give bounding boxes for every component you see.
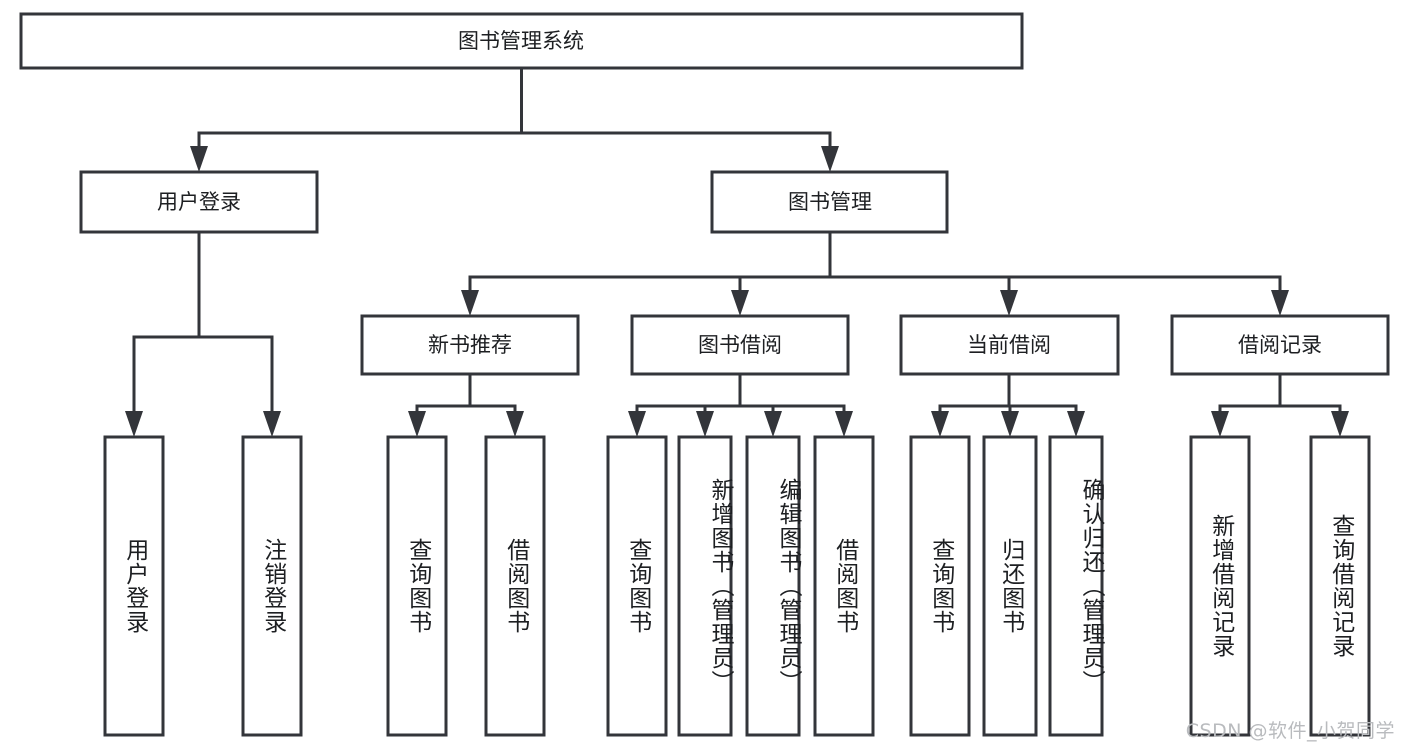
node-rect-book-manage[interactable] bbox=[710, 170, 949, 234]
node-label-user-login: 用户登录 bbox=[157, 190, 241, 214]
node-rect-leaf-add-borrow-record[interactable] bbox=[1189, 435, 1251, 737]
arrow-head-leaf-return-book bbox=[1001, 411, 1019, 437]
node-rect-leaf-confirm-return-admin[interactable] bbox=[1048, 435, 1104, 737]
arrow-head-leaf-borrow-book-2 bbox=[835, 411, 853, 437]
node-label-title: 图书管理系统 bbox=[458, 29, 584, 53]
node-borrow-record[interactable]: 借阅记录 bbox=[1170, 314, 1390, 376]
node-label-borrow-record: 借阅记录 bbox=[1238, 333, 1322, 357]
node-rect-leaf-query-book-3[interactable] bbox=[909, 435, 971, 737]
node-label-book-borrow: 图书借阅 bbox=[698, 333, 782, 357]
arrow-head-leaf-confirm-return-admin bbox=[1067, 411, 1085, 437]
node-rect-leaf-query-book-2[interactable] bbox=[606, 435, 668, 737]
node-rect-leaf-query-borrow-record[interactable] bbox=[1309, 435, 1371, 737]
arrow-head-new-book-recommend bbox=[461, 290, 479, 316]
node-rect-leaf-user-login[interactable] bbox=[103, 435, 165, 737]
arrow-head-leaf-logout-login bbox=[263, 411, 281, 437]
arrow-head-user-login bbox=[190, 146, 208, 172]
node-rect-current-borrow[interactable] bbox=[899, 314, 1120, 376]
node-label-book-manage: 图书管理 bbox=[788, 190, 872, 214]
node-rect-leaf-logout-login[interactable] bbox=[241, 435, 303, 737]
arrow-head-leaf-add-borrow-record bbox=[1211, 411, 1229, 437]
connector-group-borrow-record bbox=[1211, 372, 1349, 437]
arrow-head-leaf-user-login bbox=[125, 411, 143, 437]
arrow-head-leaf-query-book-2 bbox=[628, 411, 646, 437]
arrow-head-leaf-add-book-admin bbox=[696, 411, 714, 437]
arrow-head-current-borrow bbox=[1000, 290, 1018, 316]
connector-group-current-borrow bbox=[931, 372, 1085, 437]
node-rect-borrow-record[interactable] bbox=[1170, 314, 1390, 376]
node-rect-leaf-edit-book-admin[interactable] bbox=[745, 435, 801, 737]
node-rect-leaf-borrow-book-1[interactable] bbox=[484, 435, 546, 737]
arrow-head-leaf-query-book-3 bbox=[931, 411, 949, 437]
connector-group-book-manage bbox=[461, 230, 1289, 316]
node-book-manage[interactable]: 图书管理 bbox=[710, 170, 949, 234]
node-rect-leaf-query-book-1[interactable] bbox=[386, 435, 448, 737]
node-user-login[interactable]: 用户登录 bbox=[79, 170, 319, 234]
node-rect-new-book-recommend[interactable] bbox=[360, 314, 580, 376]
connector-group-book-borrow bbox=[628, 372, 853, 437]
arrow-head-leaf-query-book-1 bbox=[408, 411, 426, 437]
node-rect-book-borrow[interactable] bbox=[630, 314, 850, 376]
connector-group-root bbox=[190, 66, 839, 172]
node-rect-leaf-return-book[interactable] bbox=[982, 435, 1038, 737]
arrow-head-book-borrow bbox=[731, 290, 749, 316]
node-rect-leaf-add-book-admin[interactable] bbox=[677, 435, 733, 737]
node-rect-leaf-borrow-book-2[interactable] bbox=[813, 435, 875, 737]
csdn-watermark: CSDN @软件_小贺同学 bbox=[1185, 720, 1395, 742]
node-label-current-borrow: 当前借阅 bbox=[967, 333, 1051, 357]
node-rect-title[interactable] bbox=[19, 12, 1024, 70]
arrow-head-book-manage bbox=[821, 146, 839, 172]
connector-group-user-login bbox=[125, 230, 281, 437]
node-book-borrow[interactable]: 图书借阅 bbox=[630, 314, 850, 376]
arrow-head-leaf-query-borrow-record bbox=[1331, 411, 1349, 437]
node-title-box[interactable]: 图书管理系统 bbox=[19, 12, 1024, 70]
arrow-head-leaf-edit-book-admin bbox=[764, 411, 782, 437]
node-new-book-recommend[interactable]: 新书推荐 bbox=[360, 314, 580, 376]
connector-group-new-book-recommend bbox=[408, 372, 524, 437]
node-label-new-book-recommend: 新书推荐 bbox=[428, 333, 512, 357]
arrow-head-borrow-record bbox=[1271, 290, 1289, 316]
node-current-borrow[interactable]: 当前借阅 bbox=[899, 314, 1120, 376]
arrow-head-leaf-borrow-book-1 bbox=[506, 411, 524, 437]
node-rect-user-login[interactable] bbox=[79, 170, 319, 234]
